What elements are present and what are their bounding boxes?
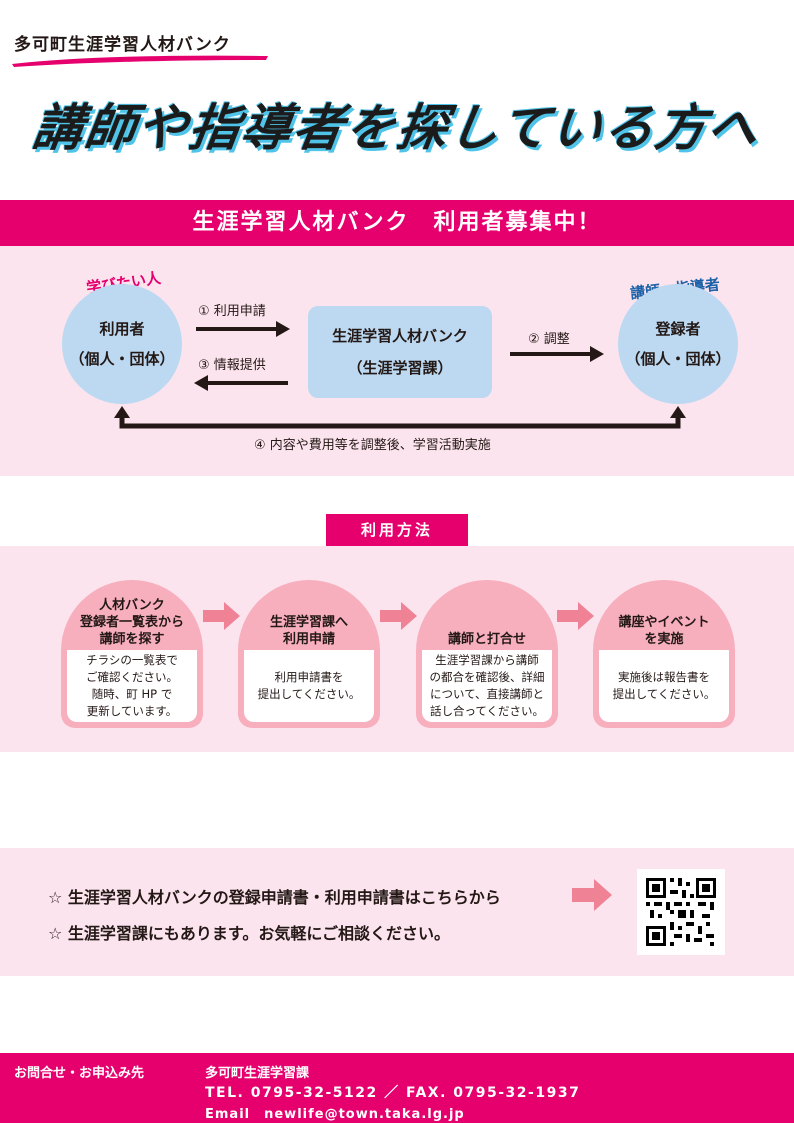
flow-step-3-label: ③ 情報提供: [198, 358, 266, 373]
bank-center-box: 生涯学習人材バンク （生涯学習課）: [308, 306, 492, 398]
pink-arrow-right-icon: [203, 602, 240, 630]
registrant-circle: 登録者 （個人・団体）: [618, 284, 738, 404]
qr-code-icon: [645, 877, 717, 947]
pink-arrow-right-icon: [380, 602, 417, 630]
contact-email[interactable]: Email newlife@town.taka.lg.jp: [205, 1107, 465, 1122]
arrow-right-icon: [510, 346, 604, 362]
flow-arrows: [114, 321, 686, 429]
method-step-4: 講座やイベント を実施 実施後は報告書を 提出してください。: [593, 580, 735, 728]
step-description: チラシの一覧表で ご確認ください。 随時、町 HP で 更新しています。: [67, 650, 197, 722]
main-title: 講師や指導者を探している方へ: [29, 99, 764, 157]
step-description: 生涯学習課から講師 の都合を確認後、詳細 について、直接講師と 話し合ってくださ…: [422, 650, 552, 722]
arrow-left-icon: [194, 375, 288, 391]
footer-band: [0, 1053, 794, 1123]
flow-step-1-label: ① 利用申請: [198, 304, 266, 319]
contact-phone-fax: TEL. 0795-32-5122 ／ FAX. 0795-32-1937: [205, 1085, 581, 1101]
notice-application-forms: ☆ 生涯学習人材バンクの登録申請書・利用申請書はこちらから: [48, 888, 501, 907]
method-step-2: 生涯学習課へ 利用申請 利用申請書を 提出してください。: [238, 580, 380, 728]
bank-center-subtitle: （生涯学習課）: [347, 359, 453, 377]
arrow-right-icon: [196, 321, 290, 337]
flow-step-2-label: ② 調整: [528, 332, 570, 347]
step-description: 利用申請書を 提出してください。: [244, 650, 374, 722]
contact-department: 多可町生涯学習課: [205, 1066, 310, 1081]
pink-swoosh-underline: [12, 55, 268, 67]
user-circle: 利用者 （個人・団体）: [62, 284, 182, 404]
flow-step-4-label: ④ 内容や費用等を調整後、学習活動実施: [254, 438, 491, 453]
user-circle-title: 利用者: [99, 320, 145, 338]
step-description: 実施後は報告書を 提出してください。: [599, 650, 729, 722]
contact-label: お問合せ・お申込み先: [14, 1066, 145, 1081]
recruit-band-title: 生涯学習人材バンク 利用者募集中！: [0, 200, 794, 246]
method-step-3: 講師と打合せ 生涯学習課から講師 の都合を確認後、詳細 について、直接講師と 話…: [416, 580, 558, 728]
step-arrows: [203, 602, 594, 630]
registrant-circle-subtitle: （個人・団体）: [625, 350, 731, 368]
bank-center-title: 生涯学習人材バンク: [332, 327, 468, 345]
pink-arrow-right-icon: [572, 879, 612, 911]
pink-arrow-right-icon: [557, 602, 594, 630]
qr-code[interactable]: [637, 869, 725, 955]
method-step-1: 人材バンク 登録者一覧表から 講師を探す チラシの一覧表で ご確認ください。 随…: [61, 580, 203, 728]
registrant-circle-title: 登録者: [655, 320, 701, 338]
bank-name: 多可町生涯学習人材バンク: [14, 35, 231, 55]
notice-consultation: ☆ 生涯学習課にもあります。お気軽にご相談ください。: [48, 924, 450, 943]
user-circle-subtitle: （個人・団体）: [69, 350, 175, 368]
usage-method-label: 利用方法: [326, 514, 468, 546]
arrow-u-connector-icon: [114, 406, 686, 429]
